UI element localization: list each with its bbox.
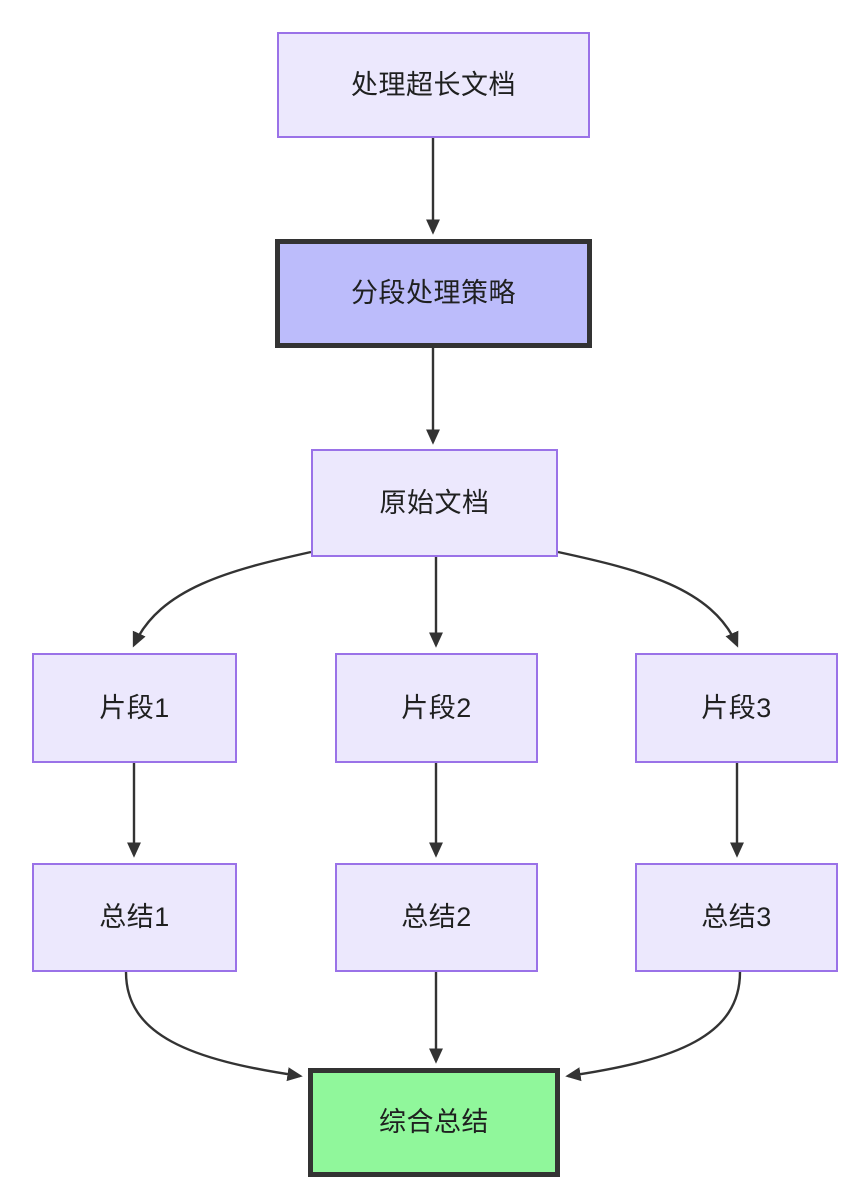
flow-node-label: 综合总结 <box>379 1107 489 1138</box>
flow-edge-n3-to-n6 <box>557 550 739 648</box>
flow-node-label: 原始文档 <box>379 487 490 518</box>
flow-node-label: 片段3 <box>701 692 772 723</box>
flow-node-n3[interactable]: 原始文档 <box>311 449 558 557</box>
flow-node-n10[interactable]: 综合总结 <box>308 1068 560 1177</box>
flow-node-label: 总结2 <box>401 902 472 933</box>
flow-node-n6[interactable]: 片段3 <box>635 653 838 763</box>
flow-edge-n7-to-n10 <box>124 971 303 1082</box>
flow-node-n8[interactable]: 总结2 <box>335 863 538 972</box>
flow-edge-n3-to-n4 <box>132 550 312 648</box>
flow-node-label: 片段2 <box>401 692 472 723</box>
flow-edge-n9-to-n10 <box>565 971 742 1082</box>
flow-node-label: 分段处理策略 <box>351 278 516 309</box>
flow-node-n2[interactable]: 分段处理策略 <box>275 239 592 348</box>
flow-node-n1[interactable]: 处理超长文档 <box>277 32 590 138</box>
flow-node-label: 片段1 <box>99 692 170 723</box>
flow-node-label: 处理超长文档 <box>351 69 516 100</box>
flow-node-label: 总结3 <box>701 902 772 933</box>
flow-node-label: 总结1 <box>99 902 170 933</box>
flow-node-n7[interactable]: 总结1 <box>32 863 237 972</box>
flow-node-n9[interactable]: 总结3 <box>635 863 838 972</box>
flow-node-n5[interactable]: 片段2 <box>335 653 538 763</box>
flow-node-n4[interactable]: 片段1 <box>32 653 237 763</box>
